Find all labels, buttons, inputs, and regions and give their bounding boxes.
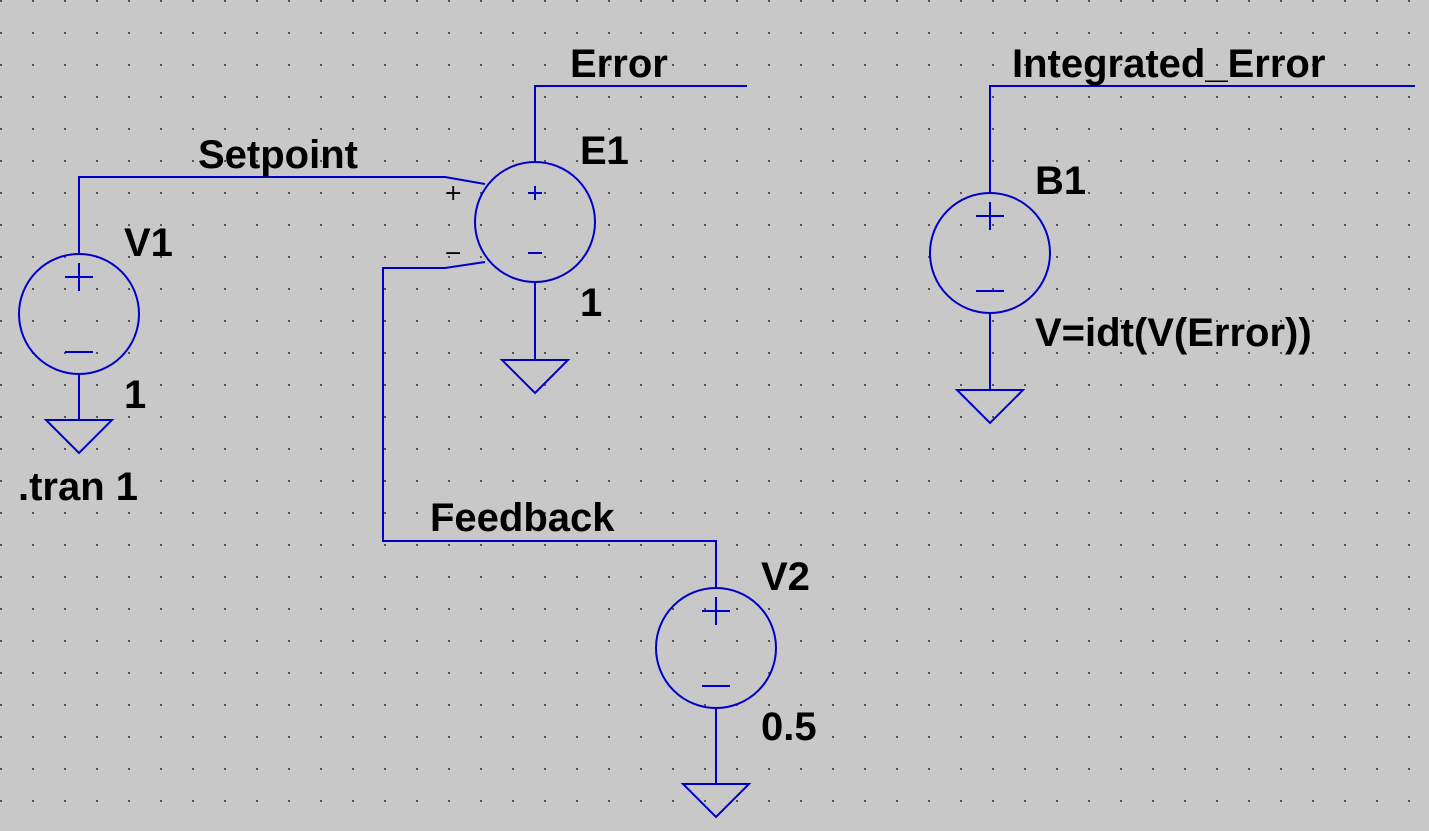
b1-value-label[interactable]: V=idt(V(Error)) [1035,311,1312,355]
net-label-integrated-error[interactable]: Integrated_Error [1012,42,1325,86]
ground-icon[interactable] [43,419,115,455]
ground-icon[interactable] [499,359,571,395]
ground-icon[interactable] [954,389,1026,425]
wire-feedback[interactable] [382,261,717,588]
net-label-error[interactable]: Error [570,42,668,86]
v1-name-label[interactable]: V1 [124,221,173,265]
spice-directive[interactable]: .tran 1 [18,465,138,509]
wire-setpoint[interactable] [78,176,486,255]
behavioral-source-icon [929,192,1051,314]
v2-name-label[interactable]: V2 [761,555,810,599]
ground-icon[interactable] [680,783,752,819]
voltage-source-icon [655,587,777,709]
wire-error[interactable] [534,85,747,162]
v2-source[interactable] [655,587,777,709]
net-label-setpoint[interactable]: Setpoint [198,133,358,177]
e1-pin-minus-label: − [444,241,462,266]
vcvs-icon [474,161,596,283]
b1-name-label[interactable]: B1 [1035,159,1086,203]
net-label-feedback[interactable]: Feedback [430,496,615,540]
v1-value-label[interactable]: 1 [124,373,146,417]
wire-integrated-error[interactable] [989,85,1415,192]
b1-source[interactable] [929,192,1051,314]
e1-name-label[interactable]: E1 [580,129,629,173]
e1-pin-plus-label: + [444,181,462,206]
v2-value-label[interactable]: 0.5 [761,705,817,749]
e1-value-label[interactable]: 1 [580,281,602,325]
wires [78,85,1415,784]
v1-source[interactable] [18,253,140,375]
voltage-source-icon [18,253,140,375]
e1-source[interactable] [474,161,596,283]
